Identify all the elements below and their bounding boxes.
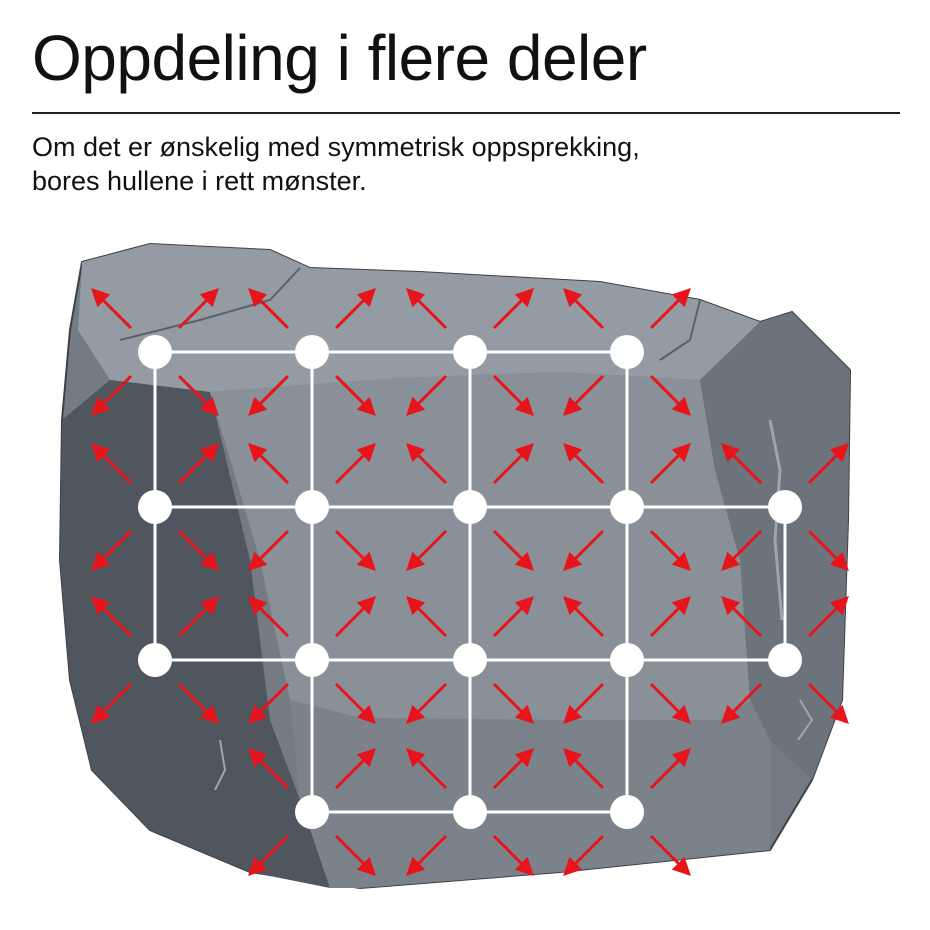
- crack-arrow: [649, 748, 691, 790]
- crack-arrow: [406, 288, 448, 330]
- crack-arrow: [492, 529, 534, 571]
- crack-arrow: [563, 443, 605, 485]
- page-title: Oppdeling i flere deler: [32, 22, 647, 94]
- crack-arrow: [334, 682, 376, 724]
- crack-arrow: [334, 596, 376, 638]
- crack-arrow: [563, 682, 605, 724]
- drill-hole: [295, 490, 329, 524]
- crack-arrow: [91, 374, 133, 416]
- crack-arrow: [177, 682, 219, 724]
- crack-arrow: [649, 288, 691, 330]
- drill-hole: [295, 643, 329, 677]
- crack-arrow: [649, 374, 691, 416]
- crack-arrow: [563, 529, 605, 571]
- crack-arrow: [807, 529, 849, 571]
- crack-arrow: [177, 288, 219, 330]
- crack-arrow: [492, 374, 534, 416]
- drill-hole: [138, 643, 172, 677]
- crack-arrow: [492, 288, 534, 330]
- crack-arrow: [248, 529, 290, 571]
- crack-arrows: [91, 288, 849, 876]
- crack-arrow: [492, 834, 534, 876]
- crack-arrow: [406, 596, 448, 638]
- crack-arrow: [177, 374, 219, 416]
- crack-arrow: [248, 682, 290, 724]
- crack-arrow: [406, 443, 448, 485]
- crack-arrow: [248, 596, 290, 638]
- drill-hole: [453, 490, 487, 524]
- drill-hole: [610, 643, 644, 677]
- subtitle-line-1: Om det er ønskelig med symmetrisk oppspr…: [32, 132, 640, 162]
- drill-hole: [295, 795, 329, 829]
- crack-arrow: [91, 682, 133, 724]
- drill-hole: [610, 795, 644, 829]
- crack-arrow: [334, 288, 376, 330]
- crack-arrow: [406, 834, 448, 876]
- title-divider: [32, 112, 900, 114]
- drill-holes: [138, 335, 802, 829]
- crack-arrow: [563, 596, 605, 638]
- drill-hole: [453, 643, 487, 677]
- crack-arrow: [248, 443, 290, 485]
- crack-arrow: [334, 748, 376, 790]
- rock-bottom-face: [290, 700, 770, 888]
- crack-arrow: [563, 374, 605, 416]
- crack-arrow: [721, 529, 763, 571]
- page-subtitle: Om det er ønskelig med symmetrisk oppspr…: [32, 130, 912, 198]
- drill-hole: [610, 490, 644, 524]
- crack-arrow: [91, 288, 133, 330]
- drill-hole: [138, 490, 172, 524]
- crack-arrow: [334, 443, 376, 485]
- crack-arrow: [807, 443, 849, 485]
- crack-arrow: [406, 374, 448, 416]
- crack-arrow: [807, 596, 849, 638]
- crack-arrow: [406, 529, 448, 571]
- drill-hole: [295, 335, 329, 369]
- drill-hole: [768, 643, 802, 677]
- crack-arrow: [649, 834, 691, 876]
- crack-arrow: [177, 443, 219, 485]
- crack-arrow: [334, 834, 376, 876]
- drill-hole: [610, 335, 644, 369]
- crack-arrow: [492, 682, 534, 724]
- crack-arrow: [248, 288, 290, 330]
- crack-arrow: [406, 748, 448, 790]
- crack-arrow: [248, 748, 290, 790]
- crack-arrow: [563, 288, 605, 330]
- crack-arrow: [649, 443, 691, 485]
- crack-arrow: [492, 443, 534, 485]
- crack-arrow: [721, 596, 763, 638]
- crack-arrow: [334, 374, 376, 416]
- crack-arrow: [563, 834, 605, 876]
- rock-front-face: [210, 372, 750, 720]
- crack-arrow: [721, 682, 763, 724]
- crack-arrow: [563, 748, 605, 790]
- crack-arrow: [91, 443, 133, 485]
- crack-arrow: [649, 682, 691, 724]
- crack-arrow: [406, 682, 448, 724]
- crack-arrow: [721, 443, 763, 485]
- crack-arrow: [334, 529, 376, 571]
- crack-arrow: [492, 748, 534, 790]
- crack-arrow: [649, 596, 691, 638]
- rock-block: [58, 242, 852, 890]
- crack-arrow: [248, 834, 290, 876]
- grid-lines: [153, 350, 787, 814]
- drill-hole: [453, 335, 487, 369]
- crack-arrow: [248, 374, 290, 416]
- crack-arrow: [177, 596, 219, 638]
- drill-hole: [453, 795, 487, 829]
- drill-hole: [138, 335, 172, 369]
- crack-arrow: [492, 596, 534, 638]
- crack-arrow: [649, 529, 691, 571]
- rock-top-face: [78, 244, 760, 392]
- crack-arrow: [177, 529, 219, 571]
- drill-hole: [768, 490, 802, 524]
- subtitle-line-2: bores hullene i rett mønster.: [32, 166, 367, 196]
- crack-arrow: [91, 596, 133, 638]
- crack-arrow: [91, 529, 133, 571]
- crack-arrow: [807, 682, 849, 724]
